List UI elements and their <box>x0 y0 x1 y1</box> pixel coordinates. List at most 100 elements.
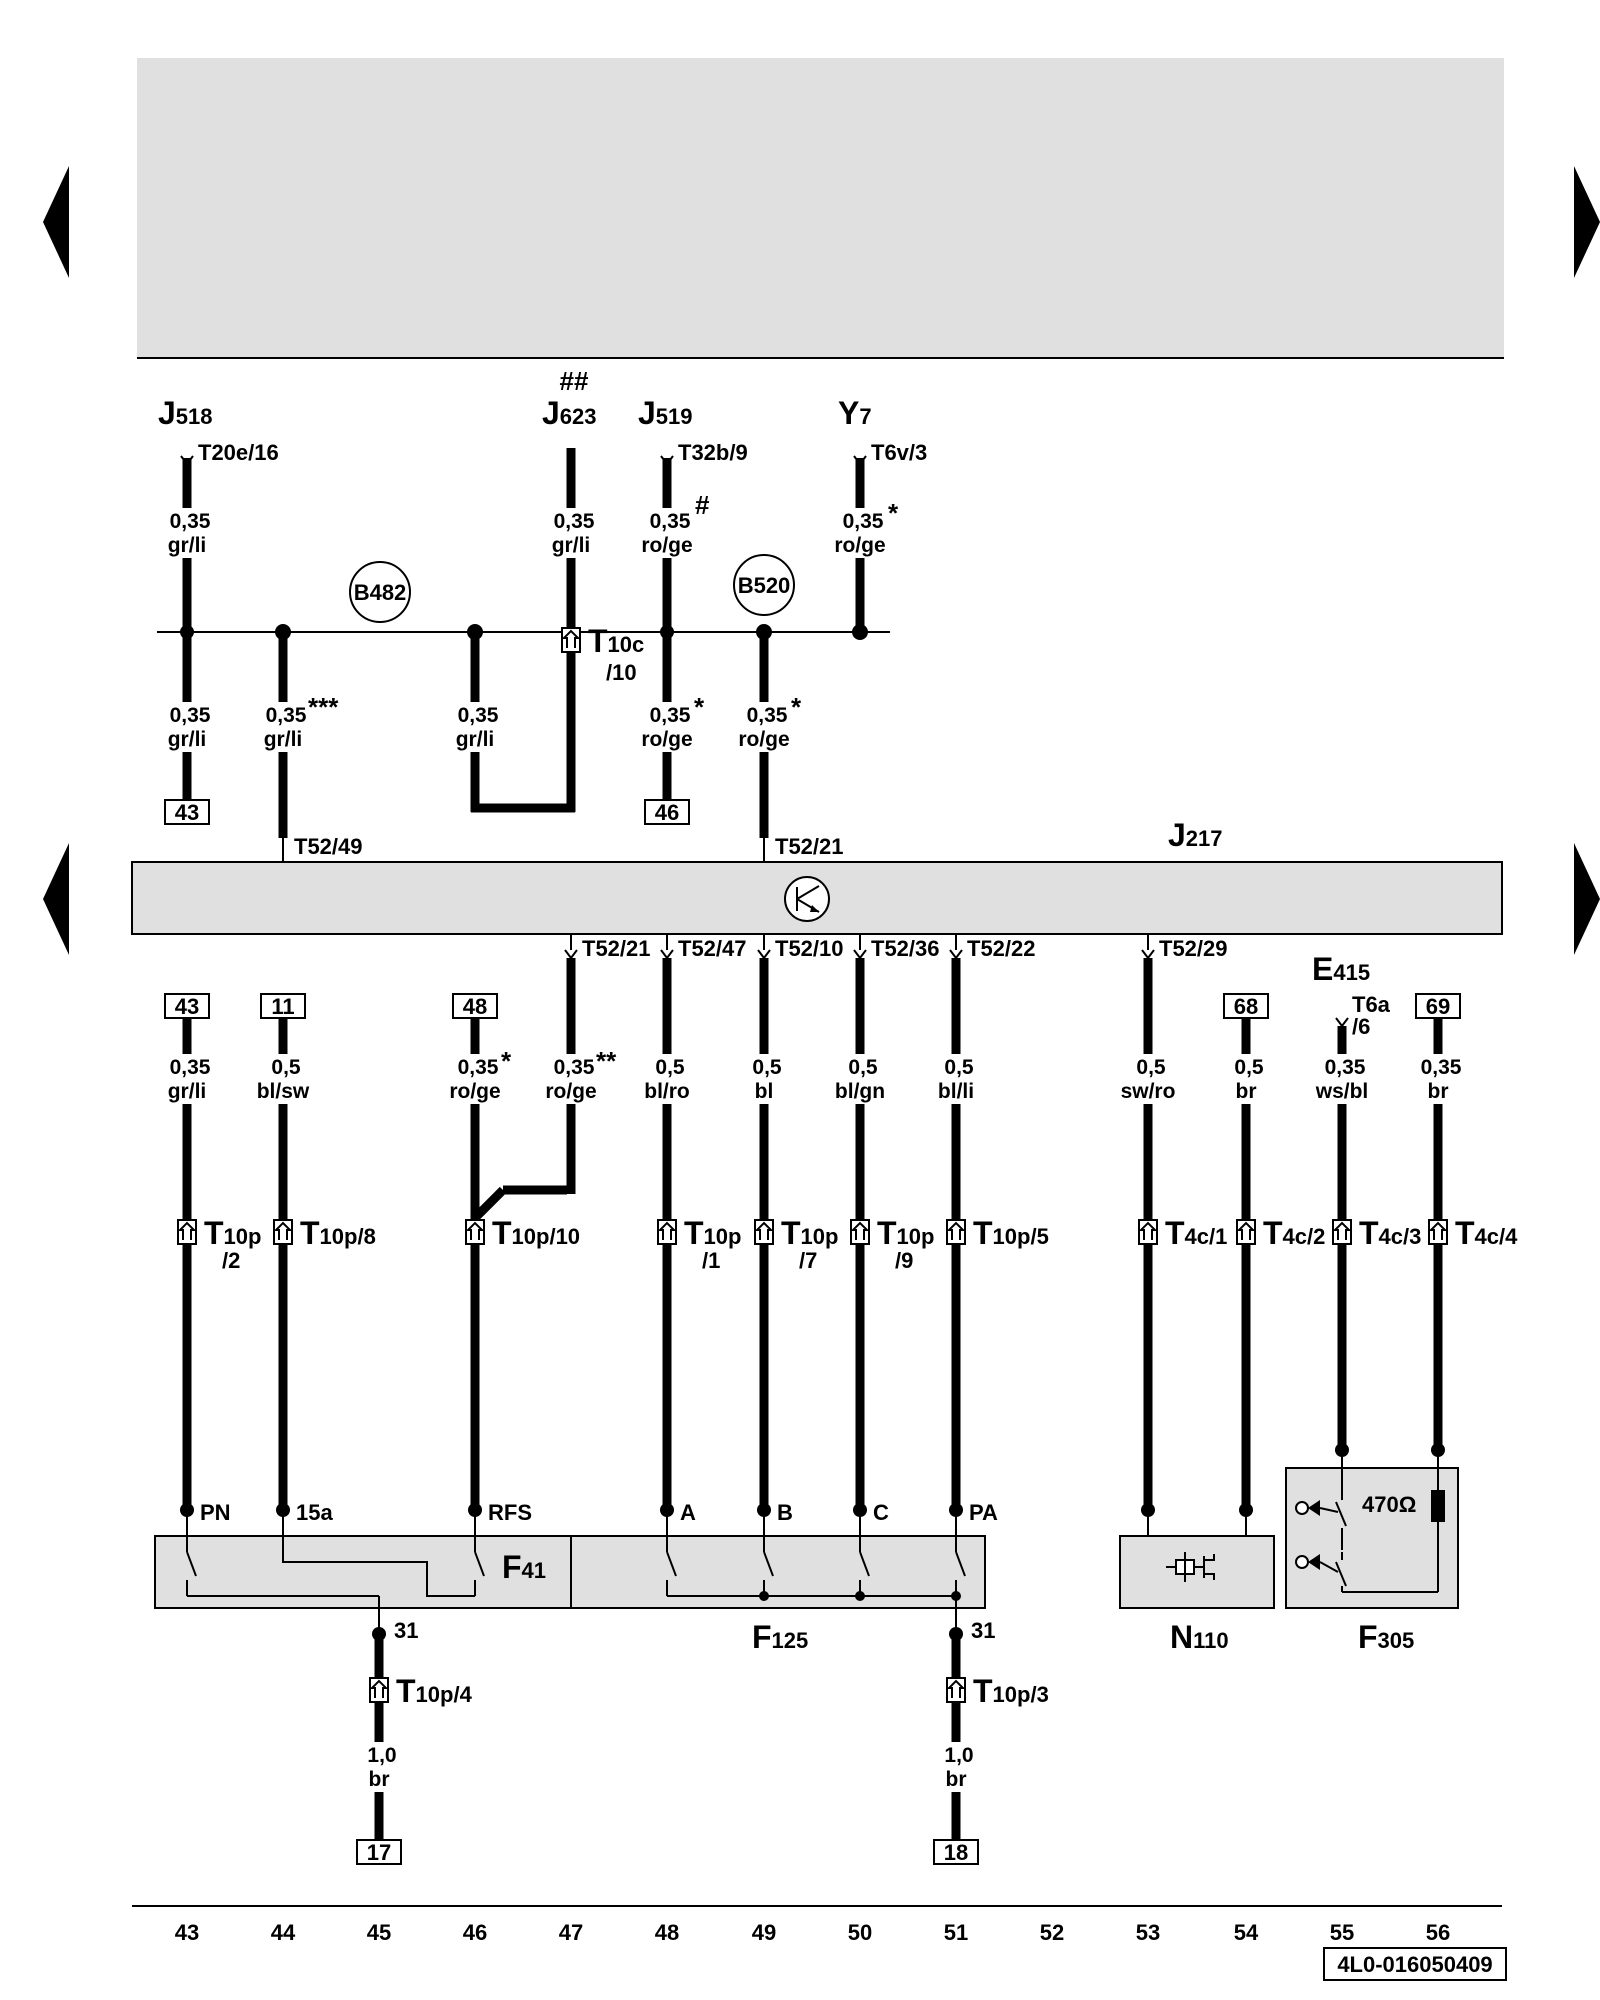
svg-text:gr/li: gr/li <box>264 728 303 751</box>
column-number: 43 <box>175 1920 199 1945</box>
svg-text:15a: 15a <box>296 1500 333 1525</box>
svg-text:*: * <box>694 692 705 722</box>
label-y7: Y7 <box>838 395 872 431</box>
pin-t5249: T52/49 <box>294 834 363 859</box>
svg-text:br: br <box>1428 1080 1449 1103</box>
pin-t5247: T52/47 <box>678 936 747 961</box>
svg-text:0,35: 0,35 <box>1421 1056 1462 1079</box>
svg-text:***: *** <box>308 692 339 722</box>
next-page-arrow-bottom[interactable] <box>1574 843 1600 955</box>
solenoid-n110 <box>1119 1510 1275 1609</box>
upper-wires <box>157 448 890 862</box>
svg-text:*: * <box>888 498 899 528</box>
svg-text:T10p/8: T10p/8 <box>300 1215 376 1251</box>
label-f305: F305 <box>1358 1619 1414 1655</box>
pin-t5221: T52/21 <box>582 936 651 961</box>
svg-text:ro/ge: ro/ge <box>738 728 789 751</box>
pin-t20e16: T20e/16 <box>198 440 279 465</box>
svg-text:1,0: 1,0 <box>367 1744 396 1767</box>
svg-text:0,5: 0,5 <box>752 1056 782 1079</box>
column-number: 55 <box>1330 1920 1354 1945</box>
svg-text:0,35: 0,35 <box>747 704 788 727</box>
svg-text:43: 43 <box>175 800 199 825</box>
svg-text:48: 48 <box>463 994 487 1019</box>
column-number: 47 <box>559 1920 583 1945</box>
pin-t5222: T52/22 <box>967 936 1036 961</box>
svg-text:RFS: RFS <box>488 1500 532 1525</box>
column-number: 54 <box>1234 1920 1259 1945</box>
document-code: 4L0-016050409 <box>1323 1947 1507 1981</box>
column-number: 52 <box>1040 1920 1064 1945</box>
svg-text:43: 43 <box>175 994 199 1019</box>
svg-text:68: 68 <box>1234 994 1258 1019</box>
connector-t10c: T10c <box>588 623 644 659</box>
svg-text:T4c/4: T4c/4 <box>1455 1215 1518 1251</box>
svg-text:bl/ro: bl/ro <box>644 1080 690 1103</box>
svg-text:4L0-016050409: 4L0-016050409 <box>1337 1952 1492 1977</box>
svg-text:0,35: 0,35 <box>650 704 691 727</box>
svg-text:/1: /1 <box>702 1248 720 1273</box>
svg-text:T4c/3: T4c/3 <box>1359 1215 1421 1251</box>
svg-text:0,35: 0,35 <box>554 1056 595 1079</box>
pin-t6a: T6a <box>1352 992 1391 1017</box>
svg-text:T10p/3: T10p/3 <box>973 1673 1049 1709</box>
svg-text:/9: /9 <box>895 1248 913 1273</box>
svg-text:B520: B520 <box>738 573 791 598</box>
svg-text:T10p/10: T10p/10 <box>492 1215 580 1251</box>
svg-text:#: # <box>695 490 710 520</box>
column-number: 46 <box>463 1920 487 1945</box>
pin-t5221-top: T52/21 <box>775 834 844 859</box>
upper-wire-labels: 0,35 gr/li 0,35 gr/li 0,35 # ro/ge 0,35 … <box>160 490 899 752</box>
svg-text:gr/li: gr/li <box>168 728 207 751</box>
column-number: 44 <box>271 1920 296 1945</box>
svg-text:gr/li: gr/li <box>552 534 591 557</box>
ref-box-46-upper: 46 <box>644 799 690 825</box>
label-e415: E415 <box>1312 951 1370 987</box>
svg-text:/2: /2 <box>222 1248 240 1273</box>
svg-text:0,35: 0,35 <box>458 704 499 727</box>
svg-text:17: 17 <box>367 1840 391 1865</box>
svg-text:ro/ge: ro/ge <box>641 728 692 751</box>
svg-text:0,35: 0,35 <box>554 510 595 533</box>
pin-t5236: T52/36 <box>871 936 940 961</box>
svg-text:0,35: 0,35 <box>1325 1056 1366 1079</box>
svg-text:0,5: 0,5 <box>655 1056 685 1079</box>
svg-text:*: * <box>501 1046 512 1076</box>
svg-text:0,5: 0,5 <box>848 1056 878 1079</box>
svg-text:0,35: 0,35 <box>170 704 211 727</box>
electronic-symbol-icon <box>784 876 830 922</box>
junction-b520: B520 <box>733 554 795 616</box>
svg-text:ws/bl: ws/bl <box>1315 1080 1369 1103</box>
next-page-arrow-top[interactable] <box>1574 166 1600 278</box>
svg-text:11: 11 <box>271 994 294 1019</box>
pin-t5210: T52/10 <box>775 936 844 961</box>
resistor-value: 470Ω <box>1362 1492 1416 1517</box>
svg-text:br: br <box>369 1768 390 1791</box>
svg-text:bl: bl <box>755 1080 774 1103</box>
prev-page-arrow-top[interactable] <box>43 166 69 278</box>
ground-wires: 31 31 T10p/4 T10p/3 1,0 br 1,0 br 17 18 <box>356 1618 1049 1865</box>
svg-text:B: B <box>777 1500 793 1525</box>
svg-text:T10p: T10p <box>684 1215 741 1251</box>
label-f125: F125 <box>752 1619 808 1655</box>
switch-terminal-labels: PN 15a RFS A B C PA <box>200 1500 998 1525</box>
column-number: 49 <box>752 1920 776 1945</box>
svg-text:31: 31 <box>971 1618 995 1643</box>
label-f41: F41 <box>502 1549 546 1585</box>
junction-b482: B482 <box>349 561 411 623</box>
svg-text:bl/sw: bl/sw <box>257 1080 310 1103</box>
pin-t6v3: T6v/3 <box>871 440 927 465</box>
svg-text:0,35: 0,35 <box>170 1056 211 1079</box>
column-number: 56 <box>1426 1920 1450 1945</box>
svg-text:ro/ge: ro/ge <box>449 1080 500 1103</box>
svg-text:T10p/4: T10p/4 <box>396 1673 473 1709</box>
svg-text:0,5: 0,5 <box>1136 1056 1166 1079</box>
label-j217: J217 <box>1168 817 1223 853</box>
prev-page-arrow-bottom[interactable] <box>43 843 69 955</box>
svg-text:gr/li: gr/li <box>168 534 207 557</box>
pin-t32b9: T32b/9 <box>678 440 748 465</box>
svg-text:PN: PN <box>200 1500 231 1525</box>
svg-text:1,0: 1,0 <box>944 1744 973 1767</box>
column-number: 45 <box>367 1920 391 1945</box>
switch-block-f41-f125 <box>154 1510 986 1634</box>
